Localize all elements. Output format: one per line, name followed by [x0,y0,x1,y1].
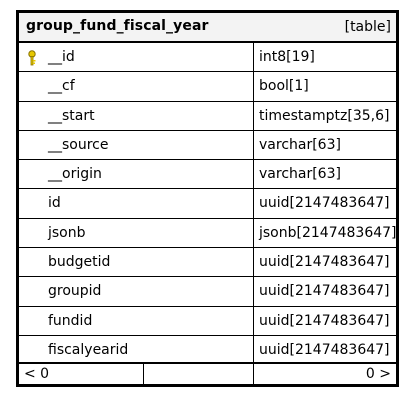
column-type: uuid[2147483647] [259,195,390,212]
column-row[interactable]: fiscalyearid uuid[2147483647] [19,336,396,365]
column-name: budgetid [48,254,111,271]
column-divider [253,43,254,365]
column-name: fiscalyearid [48,341,129,358]
column-type: jsonb[2147483647] [259,224,397,241]
column-row[interactable]: __id int8[19] [19,43,396,73]
table-header: group_fund_fiscal_year [table] [19,13,396,43]
column-row[interactable]: jsonb jsonb[2147483647] [19,219,397,249]
column-type: uuid[2147483647] [259,283,390,300]
column-row[interactable]: __cf bool[1] [19,72,396,102]
column-name: jsonb [48,224,86,241]
column-name: __origin [48,166,102,183]
page-next-indicator[interactable]: 0 > [365,366,391,382]
column-type: int8[19] [259,49,315,65]
column-name: fundid [48,312,93,329]
column-type: uuid[2147483647] [259,312,390,329]
table-footer: < 0 0 > [19,362,396,384]
table-entity[interactable]: group_fund_fiscal_year [table] __id int8… [16,10,399,387]
column-row[interactable]: id uuid[2147483647] [19,189,396,219]
table-title: group_fund_fiscal_year [26,18,209,34]
column-type: bool[1] [259,78,309,95]
column-name: __source [48,136,109,153]
table-kind-label: [table] [344,19,391,35]
footer-divider [253,364,254,384]
column-name: id [48,195,61,212]
column-name: __start [48,107,95,124]
column-row[interactable]: fundid uuid[2147483647] [19,307,396,336]
column-row[interactable]: __source varchar[63] [19,131,396,161]
column-type: varchar[63] [259,136,341,153]
column-name: groupid [48,283,102,300]
footer-divider [143,364,144,384]
column-name: __id [48,49,75,65]
key-icon [28,50,36,66]
column-type: uuid[2147483647] [259,341,390,358]
column-row[interactable]: budgetid uuid[2147483647] [19,248,396,278]
column-row[interactable]: __start timestamptz[35,6] [19,102,396,131]
column-row[interactable]: __origin varchar[63] [19,160,396,190]
column-row[interactable]: groupid uuid[2147483647] [19,277,396,307]
page-prev-indicator[interactable]: < 0 [24,366,50,382]
column-type: uuid[2147483647] [259,254,390,271]
column-list: __id int8[19] __cf bool[1] __start times… [19,43,397,365]
column-name: __cf [48,78,75,95]
column-type: varchar[63] [259,166,341,183]
column-type: timestamptz[35,6] [259,107,390,124]
